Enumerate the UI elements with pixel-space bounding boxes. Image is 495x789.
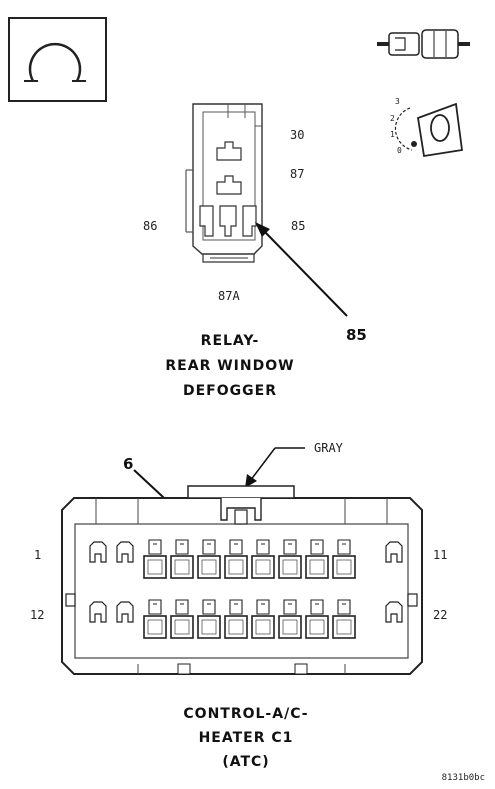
terminal-cavity [143,615,167,639]
terminal-cavity [332,555,356,579]
terminal-cavity [170,615,194,639]
cavity-latch [229,539,243,555]
terminal-cavity-inner [174,559,190,575]
cavity-latch [148,539,162,555]
terminal-87 [216,175,242,195]
terminal-cavity-inner [336,619,352,635]
terminal-cavity-inner [228,559,244,575]
connector-color-label: GRAY [314,441,344,455]
svg-text:0: 0 [397,146,402,155]
relay-caption-line3: DEFOGGER [183,383,277,399]
cavity-latch [337,539,351,555]
figure-id: 8131b0bc [442,773,485,783]
terminal-87a [219,205,237,237]
terminal-30 [216,141,242,161]
terminal-cavity [278,555,302,579]
svg-text:3: 3 [395,97,400,106]
color-arrow [245,447,305,488]
terminal-cavity-inner [309,619,325,635]
side-cavity [385,601,403,623]
relay-pin-87a-label: 87A [218,289,240,303]
terminal-cavity-inner [147,559,163,575]
terminal-cavity-inner [282,619,298,635]
ignition-key-icon: 3 2 1 0 [390,97,464,158]
cavity-latch [175,539,189,555]
view-icon [8,17,107,102]
side-cavity [89,601,107,623]
svg-text:2: 2 [390,114,395,123]
side-cavity [116,601,134,623]
terminal-cavity-inner [201,619,217,635]
connector-caption-line1: CONTROL-A/C- [183,706,308,722]
terminal-85 [242,205,257,237]
terminal-cavity-inner [147,619,163,635]
relay-pin-87-label: 87 [290,167,304,181]
cavity-latch [283,539,297,555]
side-cavity [116,541,134,563]
terminal-cavity-inner [255,619,271,635]
terminal-cavity [197,555,221,579]
relay-caption-line2: REAR WINDOW [165,358,294,374]
terminal-cavity-inner [228,619,244,635]
connector-pin-11-label: 11 [433,548,447,562]
connector-housing [61,485,423,675]
cavity-latch [202,539,216,555]
connector-caption-line2: HEATER C1 [199,730,294,746]
svg-text:1: 1 [390,130,395,139]
terminal-cavity-inner [282,559,298,575]
terminal-cavity [305,555,329,579]
terminal-86 [199,205,214,237]
terminal-cavity-inner [174,619,190,635]
terminal-cavity-inner [201,559,217,575]
terminal-cavity [332,615,356,639]
cavity-latch [229,599,243,615]
cavity-latch [310,539,324,555]
cavity-latch [283,599,297,615]
side-cavity [89,541,107,563]
connector-plug-icon [377,29,470,59]
cavity-grid [89,539,403,639]
cavity-latch [148,599,162,615]
connector-caption-line3: (ATC) [222,754,269,770]
relay-callout-number: 85 [346,326,367,344]
side-cavity [385,541,403,563]
connector-callout-number: 6 [123,455,133,473]
connector-pin-12-label: 12 [30,608,44,622]
terminal-cavity [305,615,329,639]
relay-pin-86-label: 86 [143,219,157,233]
terminal-cavity [143,555,167,579]
relay-pin-85-label: 85 [291,219,305,233]
cavity-latch [256,539,270,555]
cavity-latch [202,599,216,615]
connector-pin-22-label: 22 [433,608,447,622]
terminal-cavity [224,615,248,639]
cavity-latch [175,599,189,615]
terminal-cavity [251,555,275,579]
connector-pin-1-label: 1 [34,548,41,562]
cavity-latch [256,599,270,615]
cavity-latch [337,599,351,615]
relay-caption-line1: RELAY- [201,333,260,349]
relay-pin-30-label: 30 [290,128,304,142]
terminal-cavity [170,555,194,579]
terminal-cavity [251,615,275,639]
relay-callout-arrow [255,222,348,317]
terminal-cavity-inner [255,559,271,575]
terminal-cavity [278,615,302,639]
terminal-cavity [197,615,221,639]
cavity-latch [310,599,324,615]
terminal-cavity [224,555,248,579]
terminal-cavity-inner [336,559,352,575]
terminal-cavity-inner [309,559,325,575]
